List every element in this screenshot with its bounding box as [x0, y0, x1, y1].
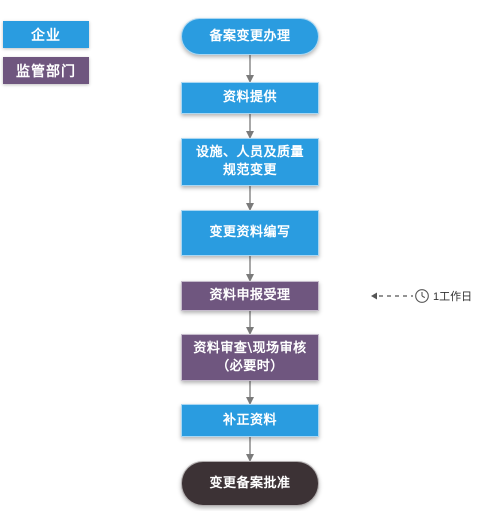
node-start-filing-change: 备案变更办理	[181, 18, 319, 55]
timing-annotation: 1工作日	[371, 288, 472, 304]
clock-icon	[415, 289, 429, 303]
node-provide-materials: 资料提供	[181, 82, 319, 114]
node-review-onsite-audit: 资料审查\现场审核 （必要时）	[181, 334, 319, 381]
node-label: 资料申报受理	[209, 288, 291, 303]
node-label: 资料提供	[222, 90, 277, 105]
node-label-line-1: 设施、人员及质量	[195, 145, 304, 160]
legend-regulator-label: 监管部门	[16, 63, 76, 80]
node-facility-personnel-change: 设施、人员及质量 规范变更	[181, 138, 319, 186]
legend-enterprise-label: 企业	[31, 27, 61, 44]
legend-regulator: 监管部门	[3, 57, 89, 84]
node-supplement-materials: 补正资料	[181, 404, 319, 437]
node-label-line-2: 规范变更	[222, 163, 277, 178]
node-label: 补正资料	[222, 412, 277, 428]
node-label-line-2: （必要时）	[216, 358, 284, 374]
node-label: 变更备案批准	[209, 475, 291, 491]
legend-enterprise: 企业	[3, 21, 89, 48]
dashed-arrow	[371, 292, 413, 300]
node-application-acceptance: 资料申报受理	[181, 281, 319, 311]
node-label-line-1: 资料审查\现场审核	[193, 340, 307, 356]
node-end-approval: 变更备案批准	[181, 461, 319, 506]
node-prepare-change-materials: 变更资料编写	[181, 210, 319, 256]
node-label: 备案变更办理	[209, 28, 291, 44]
node-label: 变更资料编写	[209, 225, 291, 240]
timing-annotation-text: 1工作日	[433, 291, 473, 303]
